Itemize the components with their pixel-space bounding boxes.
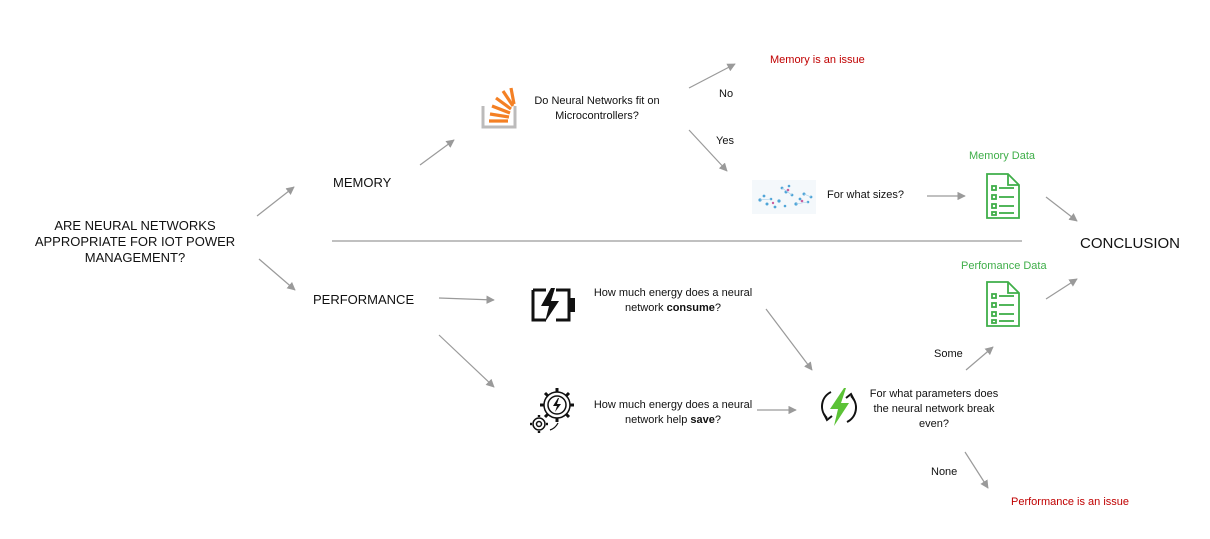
consume-bold: consume	[666, 302, 715, 314]
arrow-memory-to-fit-question	[419, 139, 455, 166]
memory-fit-question: Do Neural Networks fit on Microcontrolle…	[534, 95, 660, 122]
yes-label: Yes	[716, 135, 734, 147]
gears-bolt-icon	[530, 388, 574, 433]
performance-issue-text: Performance is an issue	[1011, 496, 1129, 508]
memory-issue-text: Memory is an issue	[770, 54, 865, 66]
no-label: No	[719, 88, 734, 100]
arrow-performance-to-consume	[438, 295, 495, 304]
arrow-breakeven-to-none	[964, 451, 989, 489]
breakeven-question: For what parameters does the neural netw…	[869, 388, 999, 430]
memory-data-label: Memory Data	[969, 150, 1036, 162]
arrow-memory-data-to-conclusion	[1045, 196, 1078, 222]
battery-bolt-icon	[531, 288, 575, 322]
arrow-performance-to-save	[438, 334, 495, 388]
root-question: ARE NEURAL NETWORKS APPROPRIATE FOR IOT …	[34, 218, 236, 265]
performance-document-checklist-icon	[986, 281, 1020, 327]
sizes-question: For what sizes?	[827, 189, 905, 201]
scatter-cluster-icon	[752, 180, 816, 214]
arrow-consume-to-breakeven	[765, 308, 813, 371]
conclusion-label: CONCLUSION	[1080, 235, 1181, 252]
stackoverflow-icon	[481, 87, 517, 129]
lightning-arrows-icon	[821, 388, 857, 426]
arrow-perf-data-to-conclusion	[1045, 278, 1078, 300]
arrow-fit-to-yes	[688, 129, 728, 172]
consume-question: How much energy does a neural network co…	[593, 287, 753, 314]
arrow-breakeven-to-some	[965, 346, 994, 371]
memory-document-checklist-icon	[986, 173, 1020, 219]
arrow-fit-to-no	[688, 63, 736, 89]
performance-label: PERFORMANCE	[313, 292, 415, 307]
save-bold: save	[690, 414, 715, 426]
some-label: Some	[934, 348, 963, 360]
none-label: None	[931, 466, 958, 478]
arrow-root-to-memory	[256, 186, 295, 217]
performance-data-label: Perfomance Data	[961, 260, 1047, 272]
save-question: How much energy does a neural network he…	[593, 399, 753, 426]
memory-label: MEMORY	[333, 175, 392, 190]
arrow-root-to-performance	[258, 258, 296, 291]
